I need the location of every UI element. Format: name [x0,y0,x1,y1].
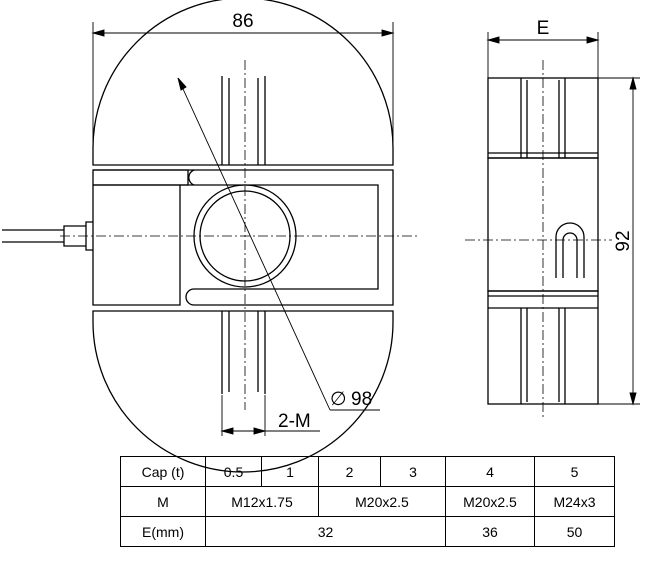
diameter-label: 98 [351,389,372,410]
m-value: M20x2.5 [318,486,446,517]
front-bottom-bore [221,311,266,394]
front-middle-body [185,169,394,306]
m-value: M12x1.75 [205,486,319,517]
spec-table: Cap (t) 0.5 1 2 3 4 5 M M12x1.75 M20x2.5… [120,456,615,547]
e-value: 36 [445,516,535,547]
front-width-label: 86 [232,11,253,32]
front-s-slot-upper [93,169,194,186]
cap-value: 2 [318,456,381,487]
cap-value: 4 [445,456,535,487]
cap-value: 1 [261,456,319,487]
m-value: M24x3 [534,486,615,517]
diameter-leader-line [177,77,331,411]
m-label: M [120,486,206,517]
table-row-e: E(mm) 32 36 50 [120,516,615,547]
side-height-label: 92 [613,230,634,251]
cap-label: Cap (t) [120,456,206,487]
front-upper-body [92,0,394,166]
e-value: 50 [534,516,615,547]
e-label: E(mm) [120,516,206,547]
front-middle-body-left [92,169,189,306]
e-value: 32 [205,516,446,547]
m-value: M20x2.5 [445,486,535,517]
side-top-bore [520,78,566,158]
side-view [465,32,640,420]
side-bottom-bore [520,308,566,404]
side-width-label: E [537,18,550,39]
cap-value: 3 [380,456,446,487]
diameter-symbol: ∅ [330,389,347,410]
table-row-m: M M12x1.75 M20x2.5 M20x2.5 M24x3 [120,486,615,517]
thread-label: 2-M [278,411,311,432]
cap-value: 5 [534,456,615,487]
front-top-bore [221,76,266,165]
front-view [2,0,420,473]
cap-value: 0.5 [205,456,262,487]
table-row-cap: Cap (t) 0.5 1 2 3 4 5 [120,456,615,487]
side-cable-connector [555,222,585,278]
front-lower-body [92,310,394,473]
